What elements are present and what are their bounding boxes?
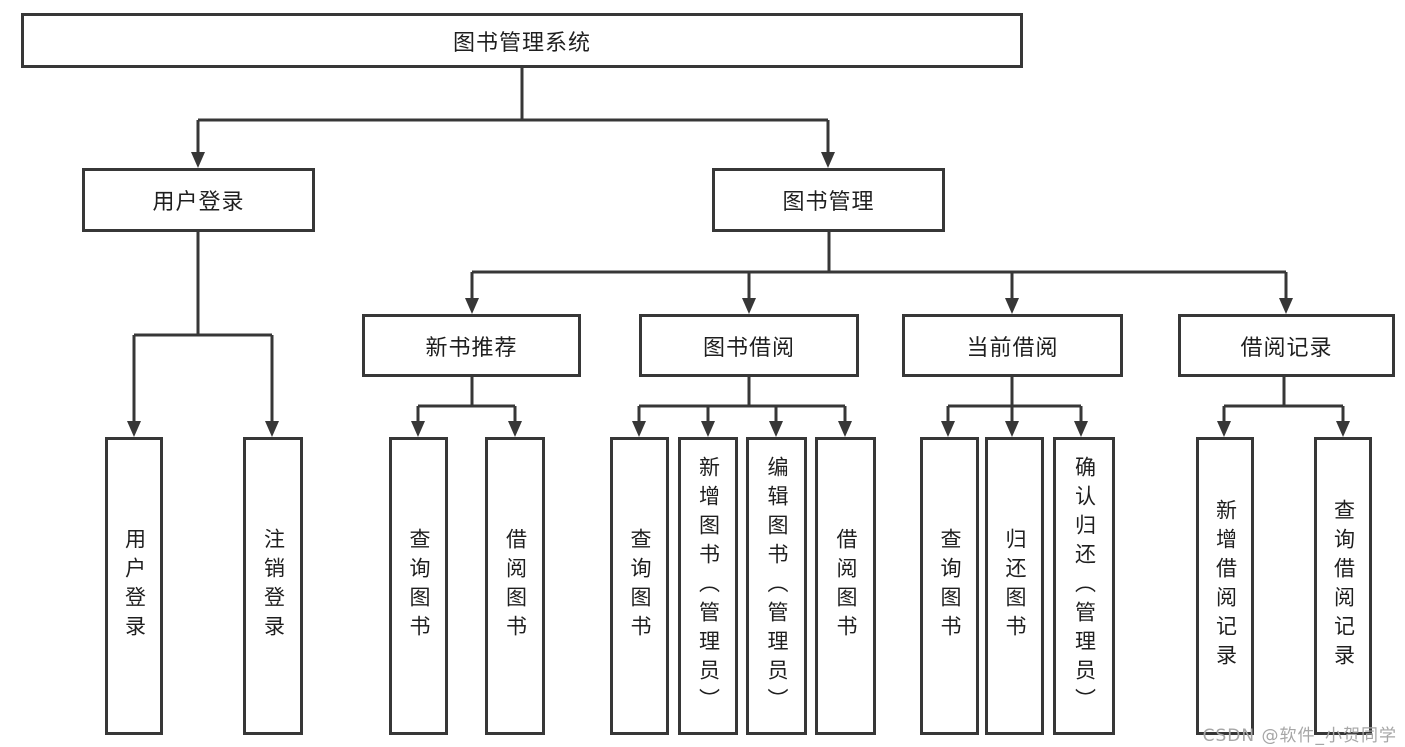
node-user-login: 用户登录 xyxy=(82,168,315,232)
leaf-user-login-label: 用户登录 xyxy=(122,528,147,644)
node-book-borrowing: 图书借阅 xyxy=(639,314,859,377)
leaf-logout-label: 注销登录 xyxy=(261,528,286,644)
leaf-recommend-query-books-label: 查询图书 xyxy=(407,528,431,644)
node-borrowing-records-label: 借阅记录 xyxy=(1240,335,1333,361)
node-new-book-recommend: 新书推荐 xyxy=(362,314,581,377)
leaf-edit-books-admin: 编辑图书（管理员） xyxy=(746,437,807,735)
node-book-borrowing-label: 图书借阅 xyxy=(702,335,795,361)
leaf-add-books-admin: 新增图书（管理员） xyxy=(678,437,738,735)
leaf-recommend-borrow-books-label: 借阅图书 xyxy=(503,528,528,644)
leaf-borrowing-query-books: 查询图书 xyxy=(610,437,669,735)
leaf-edit-books-admin-label: 编辑图书（管理员） xyxy=(765,455,789,717)
leaf-query-borrow-record: 查询借阅记录 xyxy=(1314,437,1372,735)
node-current-borrowing-label: 当前借阅 xyxy=(966,335,1059,361)
node-root: 图书管理系统 xyxy=(21,13,1023,68)
node-borrowing-records: 借阅记录 xyxy=(1178,314,1395,377)
node-current-borrowing: 当前借阅 xyxy=(902,314,1123,377)
leaf-return-books-label: 归还图书 xyxy=(1003,528,1027,644)
leaf-query-borrow-record-label: 查询借阅记录 xyxy=(1331,499,1356,673)
node-book-management-label: 图书管理 xyxy=(782,190,875,215)
leaf-borrowing-query-books-label: 查询图书 xyxy=(628,528,652,644)
leaf-add-borrow-record-label: 新增借阅记录 xyxy=(1213,499,1238,673)
leaf-confirm-return-admin: 确认归还（管理员） xyxy=(1053,437,1115,735)
node-book-management: 图书管理 xyxy=(712,168,945,232)
leaf-borrowing-borrow-books-label: 借阅图书 xyxy=(834,528,858,644)
leaf-recommend-query-books: 查询图书 xyxy=(389,437,448,735)
leaf-logout: 注销登录 xyxy=(243,437,303,735)
leaf-current-query-books-label: 查询图书 xyxy=(938,528,962,644)
leaf-add-borrow-record: 新增借阅记录 xyxy=(1196,437,1254,735)
watermark: CSDN @软件_小贺同学 xyxy=(1202,726,1397,746)
node-new-book-recommend-label: 新书推荐 xyxy=(425,335,518,361)
node-user-login-label: 用户登录 xyxy=(152,190,245,215)
leaf-return-books: 归还图书 xyxy=(985,437,1044,735)
leaf-recommend-borrow-books: 借阅图书 xyxy=(485,437,545,735)
node-root-label: 图书管理系统 xyxy=(452,30,591,56)
leaf-borrowing-borrow-books: 借阅图书 xyxy=(815,437,876,735)
leaf-add-books-admin-label: 新增图书（管理员） xyxy=(696,455,721,717)
leaf-confirm-return-admin-label: 确认归还（管理员） xyxy=(1072,455,1097,717)
leaf-user-login: 用户登录 xyxy=(105,437,163,735)
leaf-current-query-books: 查询图书 xyxy=(920,437,979,735)
